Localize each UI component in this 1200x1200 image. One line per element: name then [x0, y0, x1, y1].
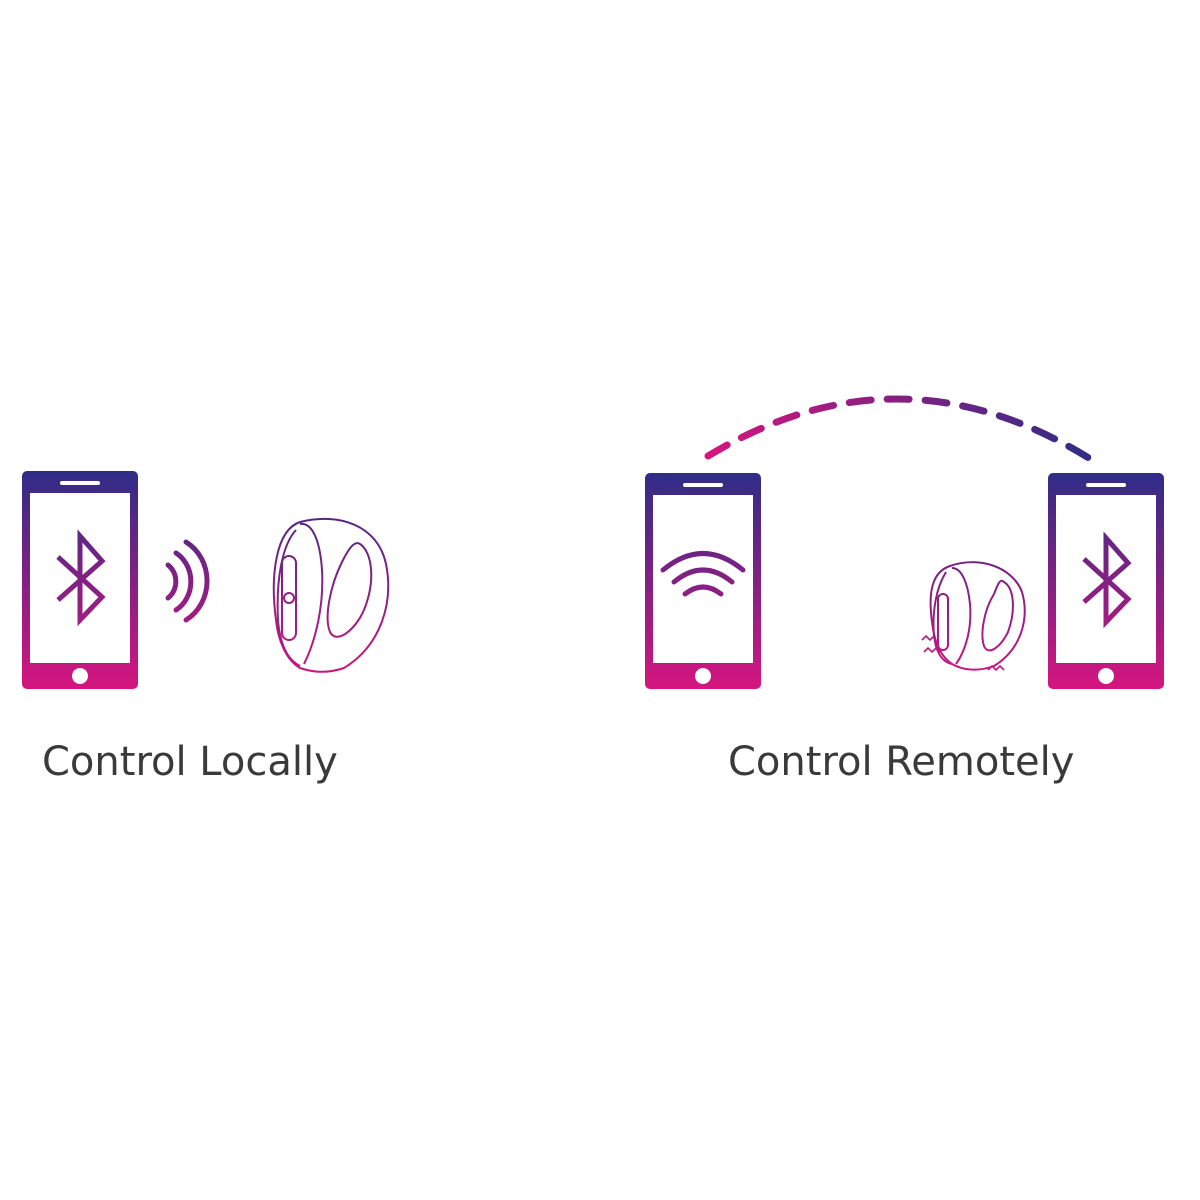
- bluetooth-icon: [1082, 531, 1132, 629]
- ring-device-icon: [272, 517, 390, 673]
- signal-waves-icon: [165, 539, 210, 623]
- wifi-icon: [660, 551, 746, 597]
- local-panel: [22, 471, 390, 689]
- ring-device-icon: [921, 561, 1026, 672]
- vibration-icon: [923, 646, 941, 654]
- caption-control-remotely: Control Remotely: [728, 739, 1075, 785]
- smartphone-icon: [645, 473, 761, 689]
- vibration-icon: [987, 664, 1005, 672]
- smartphone-icon: [22, 471, 138, 689]
- remote-connection-arc: [704, 395, 1096, 464]
- remote-panel: [645, 395, 1164, 689]
- bluetooth-icon: [56, 529, 106, 627]
- vibration-icon: [921, 634, 935, 642]
- smartphone-icon: [1048, 473, 1164, 689]
- caption-control-locally: Control Locally: [42, 739, 338, 785]
